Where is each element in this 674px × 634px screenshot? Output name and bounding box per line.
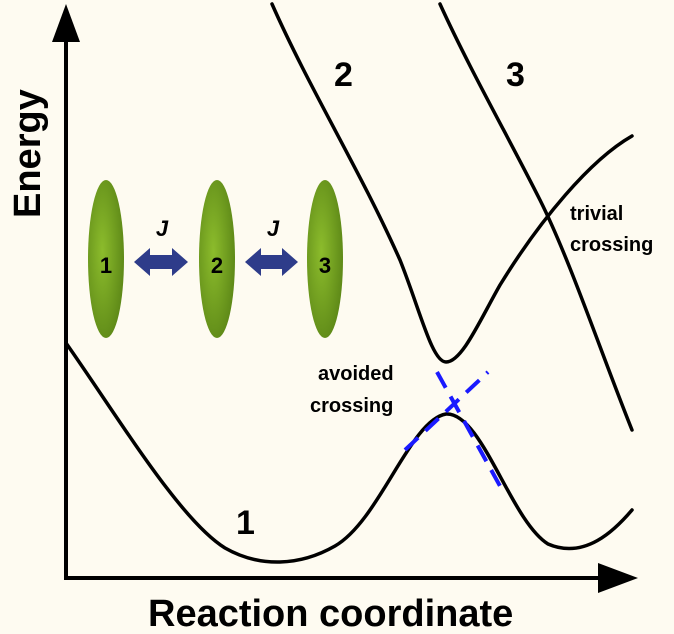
coupling-label-2: J [267,216,280,241]
axes [52,4,638,593]
curve-state-3 [438,2,634,432]
diabatic-dash-rising [403,370,490,452]
energy-curves [64,2,634,564]
site-2-ellipse [199,180,235,338]
curve-label-2: 2 [334,56,353,94]
avoided-label-line1: avoided [318,363,394,385]
coupling-arrow-2-3 [245,248,298,276]
avoided-label-line2: crossing [310,395,393,417]
trivial-label-line2: crossing [570,234,653,256]
chain-inset: 1 2 3 J J [88,180,343,338]
site-3-ellipse [307,180,343,338]
diabatic-dash-falling [435,371,502,487]
coupling-label-1: J [156,216,169,241]
diabatic-dashes [403,370,502,487]
x-axis-arrowhead [598,563,638,593]
site-2-label: 2 [211,253,223,278]
site-1-label: 1 [100,253,112,278]
y-axis-arrowhead [52,4,80,42]
curve-state-1 [64,341,634,564]
x-axis-label: Reaction coordinate [148,593,513,634]
trivial-label-line1: trivial [570,203,623,225]
site-3-label: 3 [319,253,331,278]
coupling-arrow-1-2 [134,248,188,276]
curve-label-1: 1 [236,504,255,542]
y-axis-label: Energy [7,89,49,218]
curve-label-3: 3 [506,56,525,94]
site-1-ellipse [88,180,124,338]
